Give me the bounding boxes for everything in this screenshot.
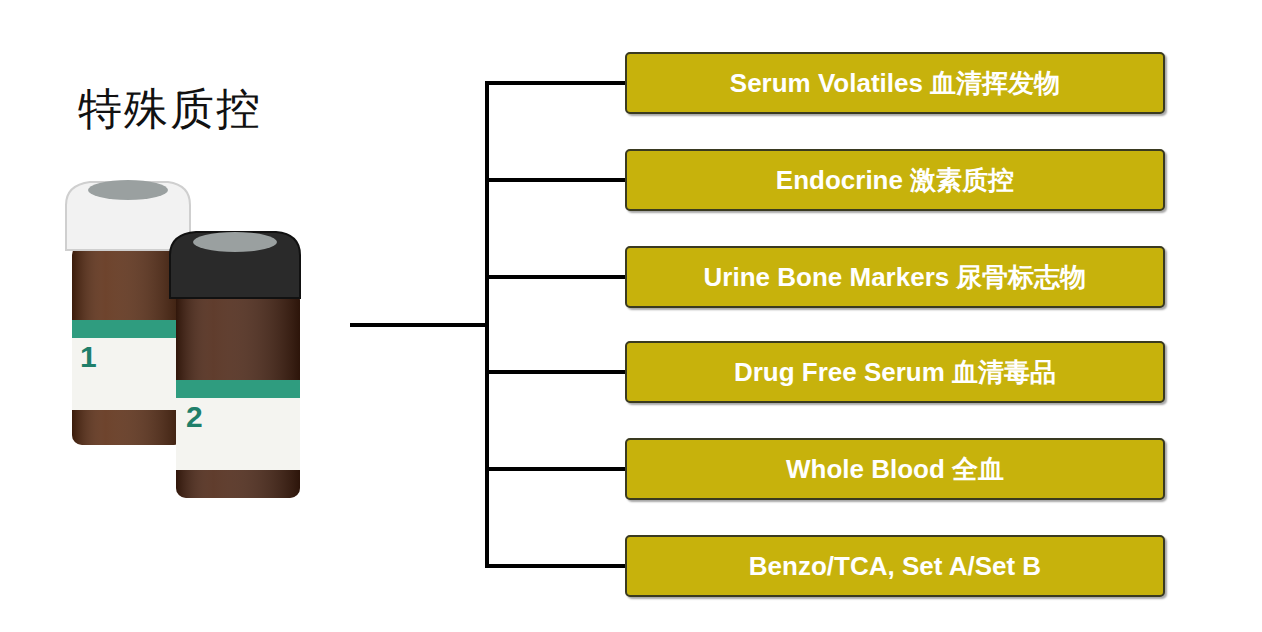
category-box: Whole Blood 全血 <box>625 438 1165 500</box>
heading-text: 特殊质控 <box>78 80 262 139</box>
category-label: Whole Blood 全血 <box>786 452 1004 487</box>
category-label: Serum Volatiles 血清挥发物 <box>730 66 1060 101</box>
branch-connector <box>350 277 625 325</box>
category-box: Urine Bone Markers 尿骨标志物 <box>625 246 1165 308</box>
branch-connector <box>350 325 625 566</box>
category-label: Benzo/TCA, Set A/Set B <box>749 551 1041 582</box>
category-label: Urine Bone Markers 尿骨标志物 <box>704 260 1087 295</box>
product-group: 特殊质控 <box>60 70 350 520</box>
category-box: Drug Free Serum 血清毒品 <box>625 341 1165 403</box>
back-bottle <box>66 180 190 445</box>
bottle-number: 1 <box>80 340 97 374</box>
category-label: Drug Free Serum 血清毒品 <box>734 355 1056 390</box>
front-bottle <box>170 232 300 498</box>
bottle-number: 2 <box>186 400 203 434</box>
category-box: Serum Volatiles 血清挥发物 <box>625 52 1165 114</box>
category-box: Endocrine 激素质控 <box>625 149 1165 211</box>
branch-connector <box>350 83 625 325</box>
category-label: Endocrine 激素质控 <box>776 163 1014 198</box>
branch-connector <box>350 180 625 325</box>
category-box: Benzo/TCA, Set A/Set B <box>625 535 1165 597</box>
